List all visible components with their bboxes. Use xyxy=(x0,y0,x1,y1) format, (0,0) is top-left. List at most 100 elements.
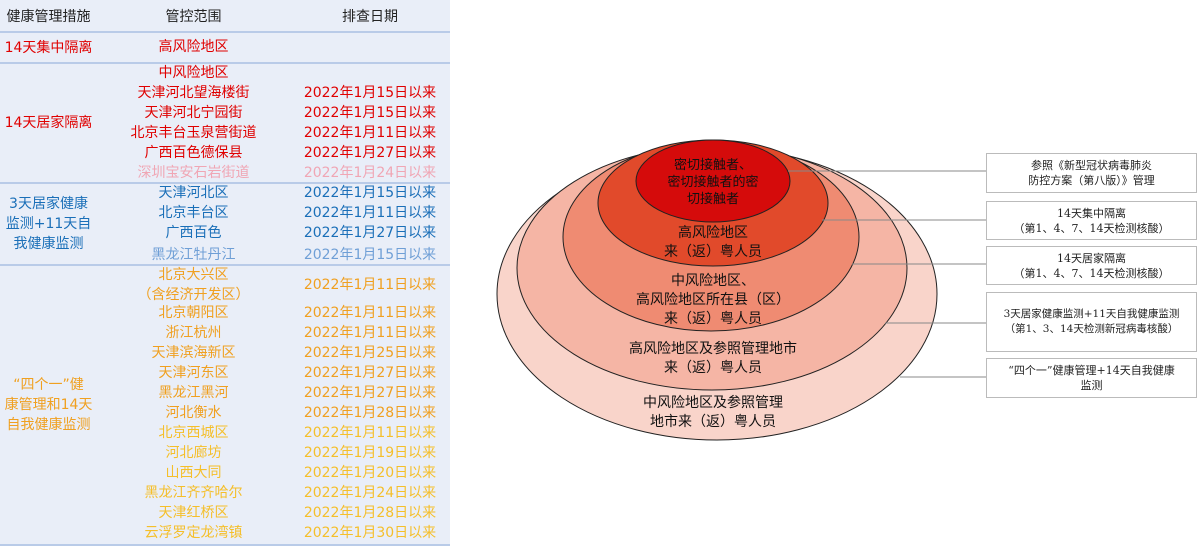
text-line: 14天居家隔离 xyxy=(4,115,93,131)
date-cell: 2022年1月15日以来 xyxy=(303,247,437,263)
date-cell: 2022年1月25日以来 xyxy=(303,345,437,361)
text-line: 我健康监测 xyxy=(13,236,84,252)
text-line: 14天居家隔离 xyxy=(1057,251,1126,265)
text-line: 河北衡水 xyxy=(165,405,222,421)
date-cell: 2022年1月15日以来 xyxy=(303,185,437,201)
text-line: 北京大兴区 xyxy=(158,267,229,283)
text-line: 高风险地区所在县（区） xyxy=(636,292,790,308)
text-line: 天津河北区 xyxy=(158,185,229,201)
text-line: 来（返）粤人员 xyxy=(664,311,762,327)
date-cell: 2022年1月27日以来 xyxy=(303,365,437,381)
text-line: 切接触者 xyxy=(686,192,739,207)
measure-box-central-quarantine: 14天集中隔离（第1、4、7、14天检测核酸） xyxy=(986,201,1197,240)
text-line: 监测+11天自 xyxy=(5,216,92,232)
area-cell: 天津红桥区 xyxy=(97,503,290,523)
text-line: 中风险地区、 xyxy=(671,273,755,289)
text-line: 监测 xyxy=(1080,379,1103,392)
divider xyxy=(0,264,450,266)
area-cell: 天津河北望海楼街 xyxy=(97,83,290,103)
area-cell: 北京丰台玉泉营街道 xyxy=(97,123,290,143)
text-line: 高风险地区及参照管理地市 xyxy=(629,341,797,357)
ring-label-high-risk-city: 高风险地区及参照管理地市 来（返）粤人员 xyxy=(583,340,843,378)
area-cell: 中风险地区 xyxy=(97,63,290,83)
area-cell: 浙江杭州 xyxy=(97,323,290,343)
text-line: 北京丰台区 xyxy=(158,205,229,221)
text-line: 浙江杭州 xyxy=(165,325,222,341)
text-line: “四个一”健 xyxy=(13,377,84,393)
area-cell: 广西百色 xyxy=(97,223,290,243)
date-cell: 2022年1月19日以来 xyxy=(303,445,437,461)
header-measure: 健康管理措施 xyxy=(6,9,91,25)
measure-cell: “四个一”健康管理和14天自我健康监测 xyxy=(0,375,97,435)
text-line: 天津红桥区 xyxy=(158,505,229,521)
area-cell: 河北衡水 xyxy=(97,403,290,423)
text-line: 北京朝阳区 xyxy=(158,305,229,321)
date-cell: 2022年1月27日以来 xyxy=(303,145,437,161)
date-cell: 2022年1月28日以来 xyxy=(303,405,437,421)
area-cell: 河北廊坊 xyxy=(97,443,290,463)
area-cell: 广西百色德保县 xyxy=(97,143,290,163)
area-cell: 深圳宝安石岩街道 xyxy=(97,163,290,183)
date-cell: 2022年1月30日以来 xyxy=(303,525,437,541)
date-cell: 2022年1月20日以来 xyxy=(303,465,437,481)
date-cell: 2022年1月11日以来 xyxy=(303,125,437,141)
measure-box-home-quarantine: 14天居家隔离（第1、4、7、14天检测核酸） xyxy=(986,246,1197,285)
text-line: “四个一”健康管理+14天自我健康 xyxy=(1008,364,1175,377)
date-cell: 2022年1月11日以来 xyxy=(303,277,437,293)
area-cell: 黑龙江黑河 xyxy=(97,383,290,403)
ring-label-medium-risk-city: 中风险地区及参照管理 地市来（返）粤人员 xyxy=(583,394,843,432)
text-line: 参照《新型冠状病毒肺炎 xyxy=(1031,159,1152,172)
area-cell: 北京丰台区 xyxy=(97,203,290,223)
text-line: 来（返）粤人员 xyxy=(664,244,762,260)
ring-label-close-contacts: 密切接触者、 密切接触者的密 切接触者 xyxy=(613,157,813,208)
measure-box-protocol: 参照《新型冠状病毒肺炎防控方案（第八版）》管理 xyxy=(986,153,1197,193)
divider xyxy=(0,544,450,546)
text-line: 山西大同 xyxy=(165,465,222,481)
text-line: 14天集中隔离 xyxy=(1057,206,1126,220)
text-line: 广西百色 xyxy=(165,225,222,241)
text-line: 北京丰台玉泉营街道 xyxy=(130,125,257,141)
date-cell: 2022年1月15日以来 xyxy=(303,85,437,101)
date-cell: 2022年1月11日以来 xyxy=(303,425,437,441)
text-line: 来（返）粤人员 xyxy=(664,360,762,376)
text-line: 天津河东区 xyxy=(158,365,229,381)
text-line: 高风险地区 xyxy=(158,39,229,55)
date-cell: 2022年1月11日以来 xyxy=(303,305,437,321)
divider xyxy=(0,62,450,64)
measure-box-home-monitoring: 3天居家健康监测+11天自我健康监测（第1、3、14天检测新冠病毒核酸） xyxy=(986,292,1197,352)
ring-inner xyxy=(635,139,791,223)
measure-cell: 14天集中隔离 xyxy=(0,38,97,58)
area-cell: 黑龙江牡丹江 xyxy=(97,245,290,265)
area-cell: 天津河东区 xyxy=(97,363,290,383)
text-line: 黑龙江牡丹江 xyxy=(151,247,236,263)
text-line: 3天居家健康监测+11天自我健康监测 xyxy=(1003,308,1180,320)
date-cell: 2022年1月24日以来 xyxy=(303,165,437,181)
header-area: 管控范围 xyxy=(165,9,222,25)
text-line: 中风险地区及参照管理 xyxy=(643,395,783,411)
text-line: （含经济开发区） xyxy=(137,287,250,303)
ring-label-high-risk: 高风险地区 来（返）粤人员 xyxy=(613,224,813,262)
divider xyxy=(0,31,450,33)
area-cell: 天津河北区 xyxy=(97,183,290,203)
text-line: 中风险地区 xyxy=(158,65,229,81)
text-line: 密切接触者的密 xyxy=(667,175,759,190)
text-line: 地市来（返）粤人员 xyxy=(650,414,776,430)
text-line: （第1、4、7、14天检测核酸） xyxy=(1013,266,1170,280)
area-cell: 天津滨海新区 xyxy=(97,343,290,363)
area-cell: 高风险地区 xyxy=(97,37,290,57)
text-line: 天津滨海新区 xyxy=(151,345,236,361)
area-cell: 北京西城区 xyxy=(97,423,290,443)
date-cell: 2022年1月24日以来 xyxy=(303,485,437,501)
text-line: 河北廊坊 xyxy=(165,445,222,461)
date-cell: 2022年1月11日以来 xyxy=(303,205,437,221)
date-cell: 2022年1月28日以来 xyxy=(303,505,437,521)
ring-label-medium-risk: 中风险地区、 高风险地区所在县（区） 来（返）粤人员 xyxy=(583,272,843,329)
divider xyxy=(0,182,450,184)
text-line: 黑龙江齐齐哈尔 xyxy=(144,485,243,501)
text-line: 防控方案（第八版）》管理 xyxy=(1028,174,1155,187)
measure-cell: 14天居家隔离 xyxy=(0,113,97,133)
text-line: 天津河北宁园街 xyxy=(144,105,243,121)
text-line: 黑龙江黑河 xyxy=(158,385,229,401)
